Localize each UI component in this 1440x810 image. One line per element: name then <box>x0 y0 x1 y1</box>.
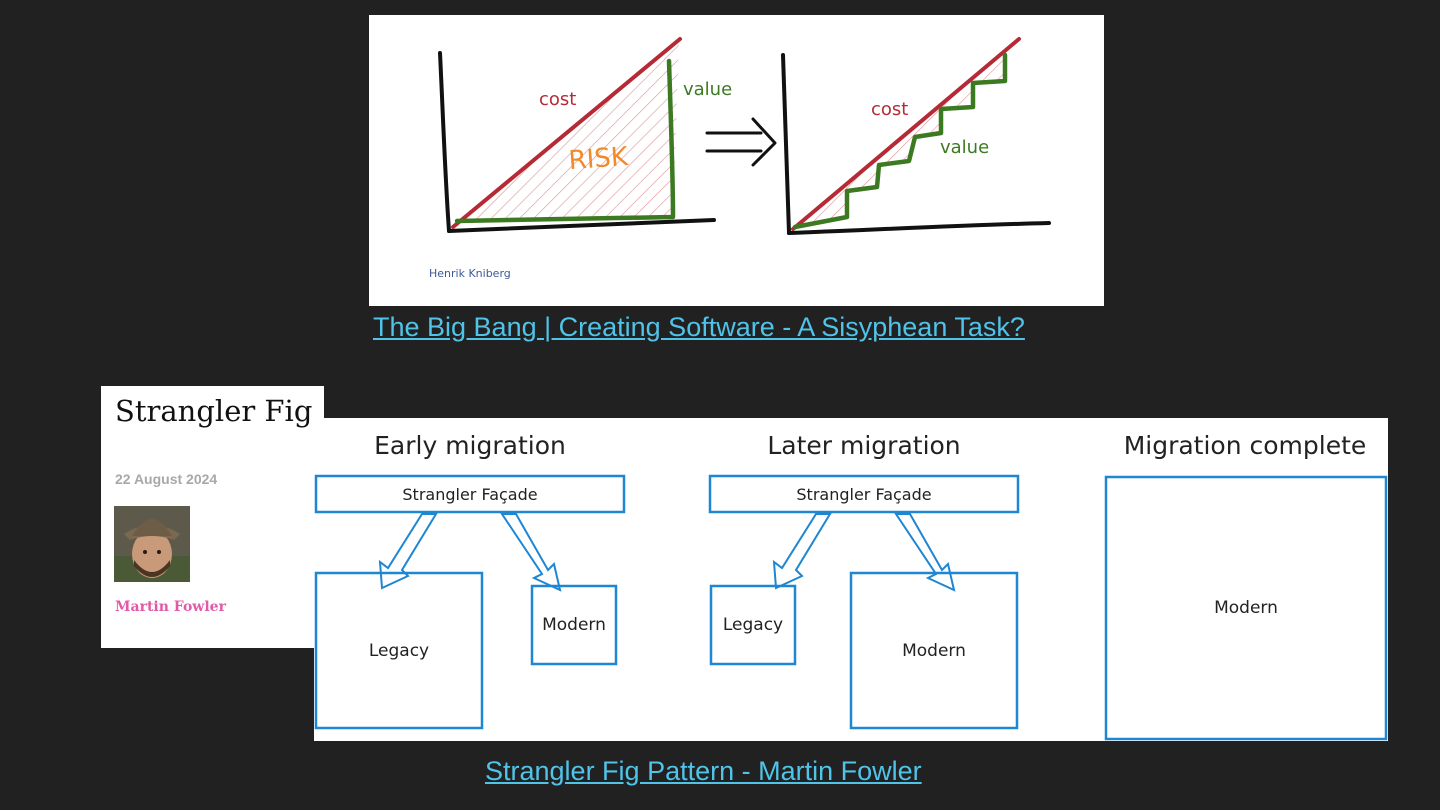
cost-line <box>451 37 682 229</box>
big-bang-article-link[interactable]: The Big Bang | Creating Software - A Sis… <box>373 312 1025 342</box>
value-line <box>454 58 676 224</box>
stage-migration-complete: Migration complete Modern <box>1104 431 1388 741</box>
x-axis-line <box>787 221 1051 235</box>
modern-box <box>1104 475 1388 741</box>
y-axis-line <box>438 51 451 233</box>
arrow-right-icon <box>705 117 777 167</box>
facade-label: Strangler Façade <box>402 485 537 504</box>
modern-label: Modern <box>902 641 966 661</box>
legacy-box <box>314 571 484 730</box>
big-bang-chart: cost value RISK <box>438 37 732 233</box>
arrow-to-legacy-icon <box>378 513 438 590</box>
facade-label: Strangler Façade <box>796 485 931 504</box>
modern-box <box>849 571 1019 730</box>
value-steps-line <box>792 52 1008 230</box>
incremental-chart: cost value <box>781 37 1051 235</box>
y-axis-line <box>781 53 791 235</box>
facade-box <box>314 474 626 514</box>
facade-box <box>708 474 1020 514</box>
author-name: Martin Fowler <box>115 599 226 615</box>
left-cost-label: cost <box>539 89 576 110</box>
stage-title: Migration complete <box>1124 431 1367 460</box>
stage-title: Early migration <box>374 431 566 460</box>
x-axis-line <box>447 218 716 233</box>
stage-later-migration: Later migration Strangler Façade Legacy … <box>708 431 1020 730</box>
article-date: 22 August 2024 <box>115 471 218 487</box>
arrow-to-modern-icon <box>894 513 956 592</box>
avatar <box>114 506 190 582</box>
article-title: Strangler Fig <box>115 394 313 428</box>
modern-label: Modern <box>542 615 606 635</box>
right-value-label: value <box>940 137 989 158</box>
migration-diagram: Early migration Strangler Façade Legacy … <box>314 418 1388 741</box>
legacy-label: Legacy <box>723 615 783 635</box>
legacy-label: Legacy <box>369 641 429 661</box>
risk-label: RISK <box>568 142 630 176</box>
modern-label: Modern <box>1214 598 1278 618</box>
strangler-fig-article-link[interactable]: Strangler Fig Pattern - Martin Fowler <box>485 756 922 786</box>
stage-title: Later migration <box>767 431 960 460</box>
big-bang-illustration: cost value RISK cost value Henrik Kniber… <box>369 15 1104 306</box>
left-value-label: value <box>683 79 732 100</box>
cost-line <box>791 37 1021 231</box>
modern-box <box>530 584 618 666</box>
arrow-to-modern-icon <box>500 513 562 592</box>
legacy-box <box>709 584 797 666</box>
illustration-credit: Henrik Kniberg <box>429 267 511 280</box>
arrow-to-legacy-icon <box>772 513 832 590</box>
stage-early-migration: Early migration Strangler Façade Legacy … <box>314 431 626 730</box>
right-cost-label: cost <box>871 99 908 120</box>
article-card: Strangler Fig 22 August 2024 Martin Fowl… <box>101 386 324 648</box>
